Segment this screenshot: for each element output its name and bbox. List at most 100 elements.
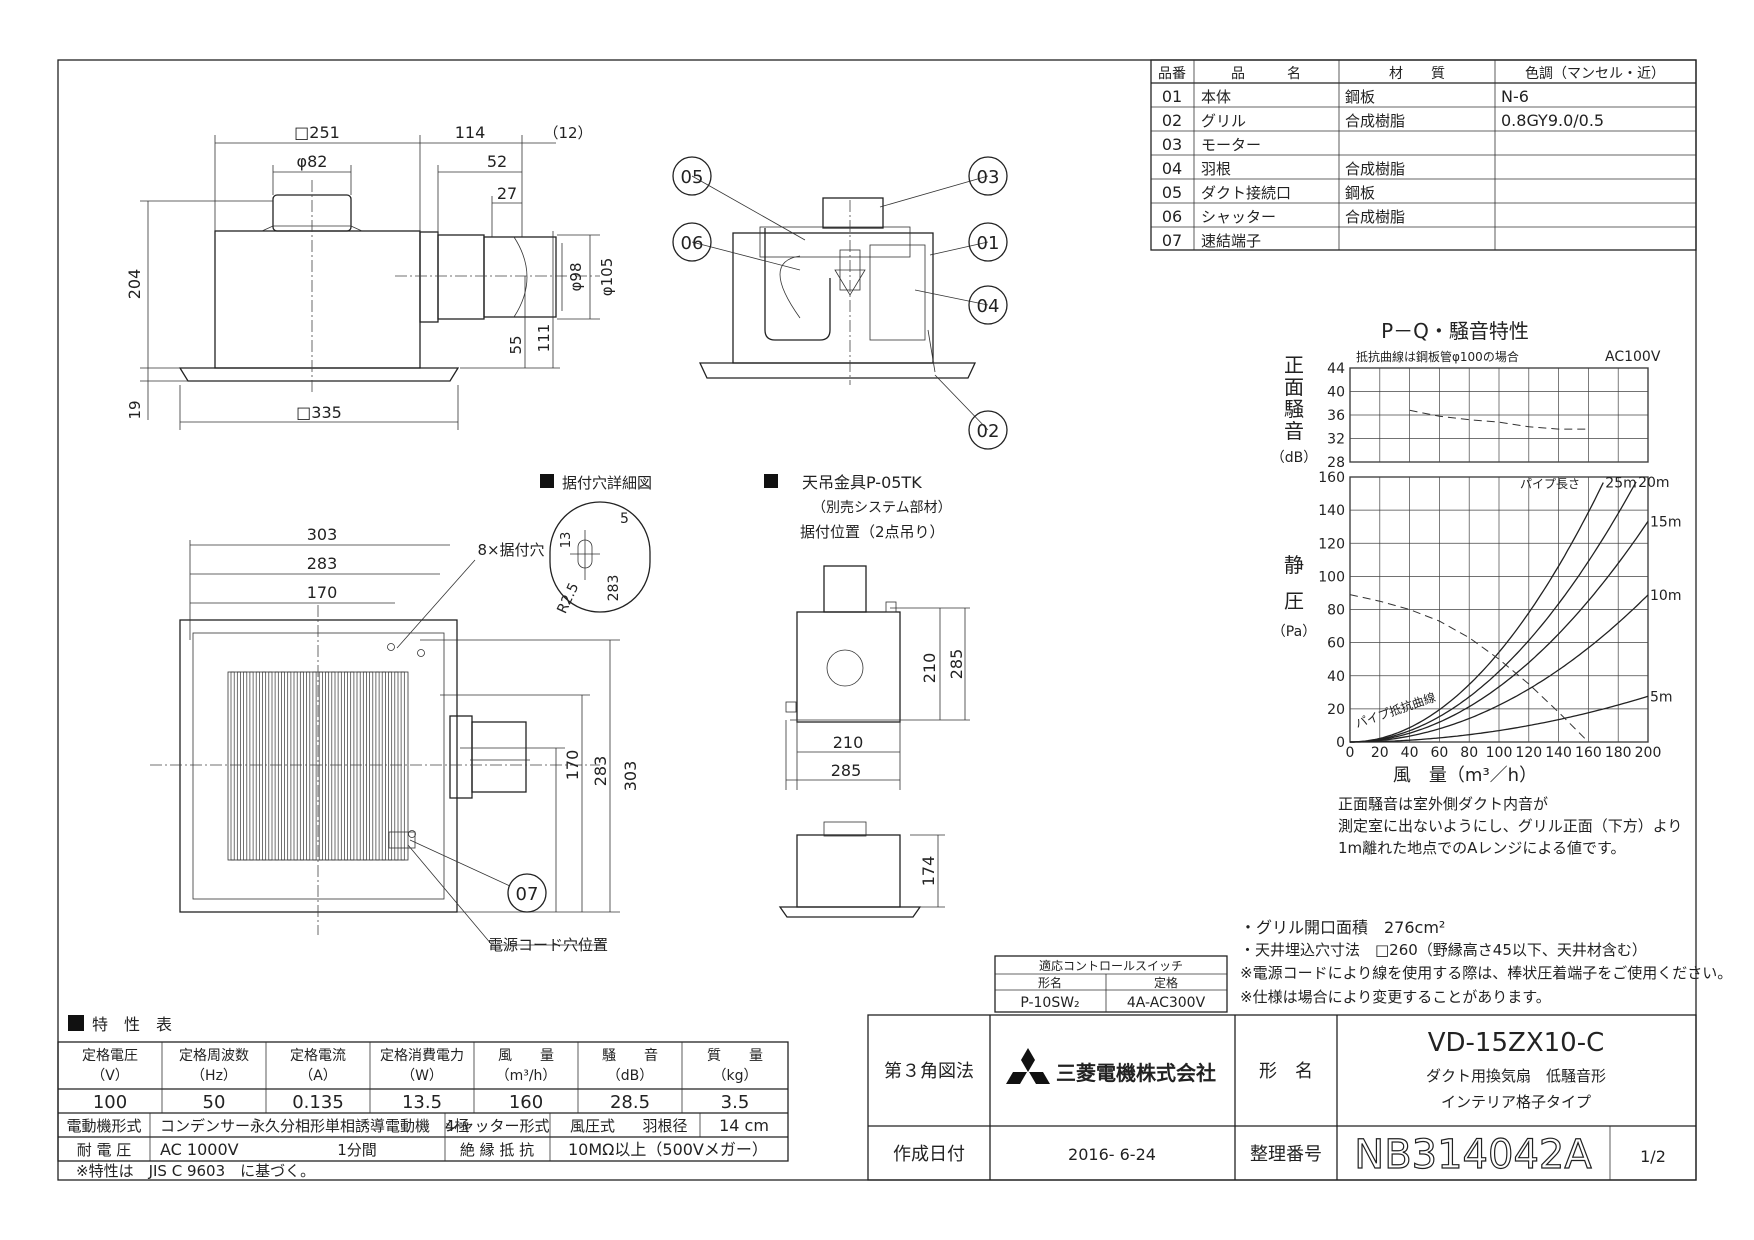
parts-row-name: 速結端子 — [1201, 232, 1261, 250]
grille-slot — [299, 671, 304, 861]
pressure-ytick: 20 — [1327, 702, 1345, 718]
model-desc-2: インテリア格子タイプ — [1441, 1093, 1591, 1111]
callout-leader — [934, 374, 989, 431]
dim-204: 204 — [125, 269, 144, 300]
grille-slot — [381, 671, 386, 861]
svg-text:5: 5 — [620, 511, 629, 527]
xtick: 160 — [1575, 745, 1602, 761]
bottom-dim-303v: 303 — [621, 761, 640, 792]
pipe-curve-5m — [1350, 695, 1649, 743]
hole-detail: 据付穴詳細図 5 13 R2.5 283 — [540, 474, 652, 616]
parts-row-name: シャッター — [1201, 208, 1276, 226]
spec-notes: ・グリル開口面積 276cm² ・天井埋込穴寸法 □260（野縁高さ45以下、天… — [1240, 918, 1732, 1006]
spec-note-2: ・天井埋込穴寸法 □260（野縁高さ45以下、天井材含む） — [1240, 941, 1647, 959]
noise-ytick: 28 — [1327, 455, 1345, 471]
parts-row-color: N-6 — [1501, 87, 1529, 106]
hanger-view: 天吊金具P-05TK （別売システム部材） 据付位置（2点吊り） 210 285… — [764, 473, 970, 918]
pressure-ylabel-char: 圧 — [1284, 589, 1304, 613]
pipe-curve-25m — [1350, 482, 1604, 743]
spec-marker — [68, 1015, 84, 1031]
parts-row-material: 鋼板 — [1345, 184, 1375, 202]
spec-header-unit: （Hz） — [191, 1068, 237, 1084]
parts-header-name: 品 名 — [1231, 66, 1301, 82]
noise-ytick: 36 — [1327, 408, 1345, 424]
spec-header-unit: （m³/h） — [496, 1068, 557, 1084]
xtick: 60 — [1430, 745, 1448, 761]
spec-header-unit: （kg） — [713, 1068, 758, 1084]
spec-value: 100 — [93, 1092, 127, 1113]
title-block: 第３角図法 三菱電機株式会社 形 名 VD-15ZX10-C ダクト用換気扇 低… — [867, 1014, 1697, 1181]
grille-slot — [255, 671, 260, 861]
noise-ylabel-unit: （dB） — [1271, 450, 1318, 466]
front-view: □251 114 （12） φ82 52 27 204 φ98 φ105 55 … — [125, 123, 616, 430]
hanger-marker — [764, 474, 778, 488]
grille-slot — [369, 671, 374, 861]
withstand-value: AC 1000V — [160, 1140, 239, 1159]
chart-note-3: 1m離れた地点でのAレンジによる値です。 — [1338, 839, 1625, 857]
xtick: 80 — [1460, 745, 1478, 761]
parts-row-no: 02 — [1162, 111, 1182, 130]
dim-251: □251 — [294, 123, 340, 142]
parts-row-no: 01 — [1162, 87, 1182, 106]
dim-105: φ105 — [598, 258, 616, 297]
front-flange — [178, 367, 460, 382]
pressure-ytick: 140 — [1318, 503, 1345, 519]
parts-row-no: 05 — [1162, 183, 1182, 202]
grille-slot — [337, 671, 342, 861]
spec-header: 定格電圧 — [82, 1048, 138, 1064]
spec-header-unit: （V） — [91, 1068, 129, 1084]
grille-slot — [243, 671, 248, 861]
xtick: 100 — [1486, 745, 1513, 761]
pressure-ytick: 0 — [1336, 735, 1345, 751]
projection-method: 第３角図法 — [884, 1061, 974, 1082]
switch-rating: 4A-AC300V — [1127, 995, 1206, 1011]
front-body — [214, 230, 421, 369]
grille-slot — [394, 671, 399, 861]
spec-header-unit: （A） — [299, 1068, 337, 1084]
grille-slot — [293, 671, 298, 861]
svg-text:定格: 定格 — [1154, 975, 1178, 990]
hanger-sub2: 据付位置（2点吊り） — [800, 523, 945, 541]
spec-value: 3.5 — [721, 1092, 750, 1113]
spec-value: 160 — [509, 1092, 543, 1113]
grille-slot — [268, 671, 273, 861]
model-number: VD-15ZX10-C — [1428, 1028, 1605, 1058]
pipe-curve-label-20m: 20m — [1638, 475, 1669, 491]
grille-slot — [262, 671, 267, 861]
spec-value: 13.5 — [402, 1092, 442, 1113]
svg-text:285: 285 — [947, 649, 966, 680]
grille-slot — [306, 671, 311, 861]
spec-table: 特 性 表 定格電圧（V）100定格周波数（Hz）50定格電流（A）0.135定… — [57, 1015, 789, 1180]
grille-slot — [249, 671, 254, 861]
pipe-length-label: パイプ長さ — [1520, 477, 1580, 491]
callout-leader — [691, 241, 801, 271]
spec-header: 風 量 — [498, 1048, 554, 1064]
insulation-label: 絶 縁 抵 抗 — [460, 1141, 534, 1159]
callout-06 — [672, 222, 712, 262]
callout-05 — [672, 156, 712, 196]
svg-text:283: 283 — [606, 575, 622, 602]
callout-label: 02 — [977, 421, 1000, 442]
svg-text:形名: 形名 — [1038, 975, 1062, 990]
callout-label: 04 — [977, 296, 1000, 317]
parts-row-name: グリル — [1201, 112, 1246, 130]
callout-leader — [929, 241, 989, 256]
mount-hole-label: 8×据付穴 — [477, 541, 544, 559]
grille-slot — [375, 671, 380, 861]
svg-text:R2.5: R2.5 — [554, 580, 582, 616]
dim-335: □335 — [296, 403, 342, 422]
parts-row-no: 06 — [1162, 207, 1182, 226]
xtick: 0 — [1346, 745, 1355, 761]
noise-ylabel-char: 正 — [1284, 353, 1304, 377]
bottom-dim-283: 283 — [307, 554, 338, 573]
dim-55: 55 — [507, 335, 525, 354]
spec-value: 28.5 — [610, 1092, 650, 1113]
pipe-curve-20m — [1350, 481, 1637, 743]
xtick: 200 — [1635, 745, 1662, 761]
spec-note-4: ※仕様は場合により変更することがあります。 — [1240, 988, 1551, 1006]
xtick: 40 — [1401, 745, 1419, 761]
svg-text:210: 210 — [833, 733, 864, 752]
chart-note-2: 測定室に出ないようにし、グリル正面（下方）より — [1338, 817, 1682, 835]
noise-ytick: 32 — [1327, 432, 1345, 448]
dim-12: （12） — [543, 124, 592, 142]
